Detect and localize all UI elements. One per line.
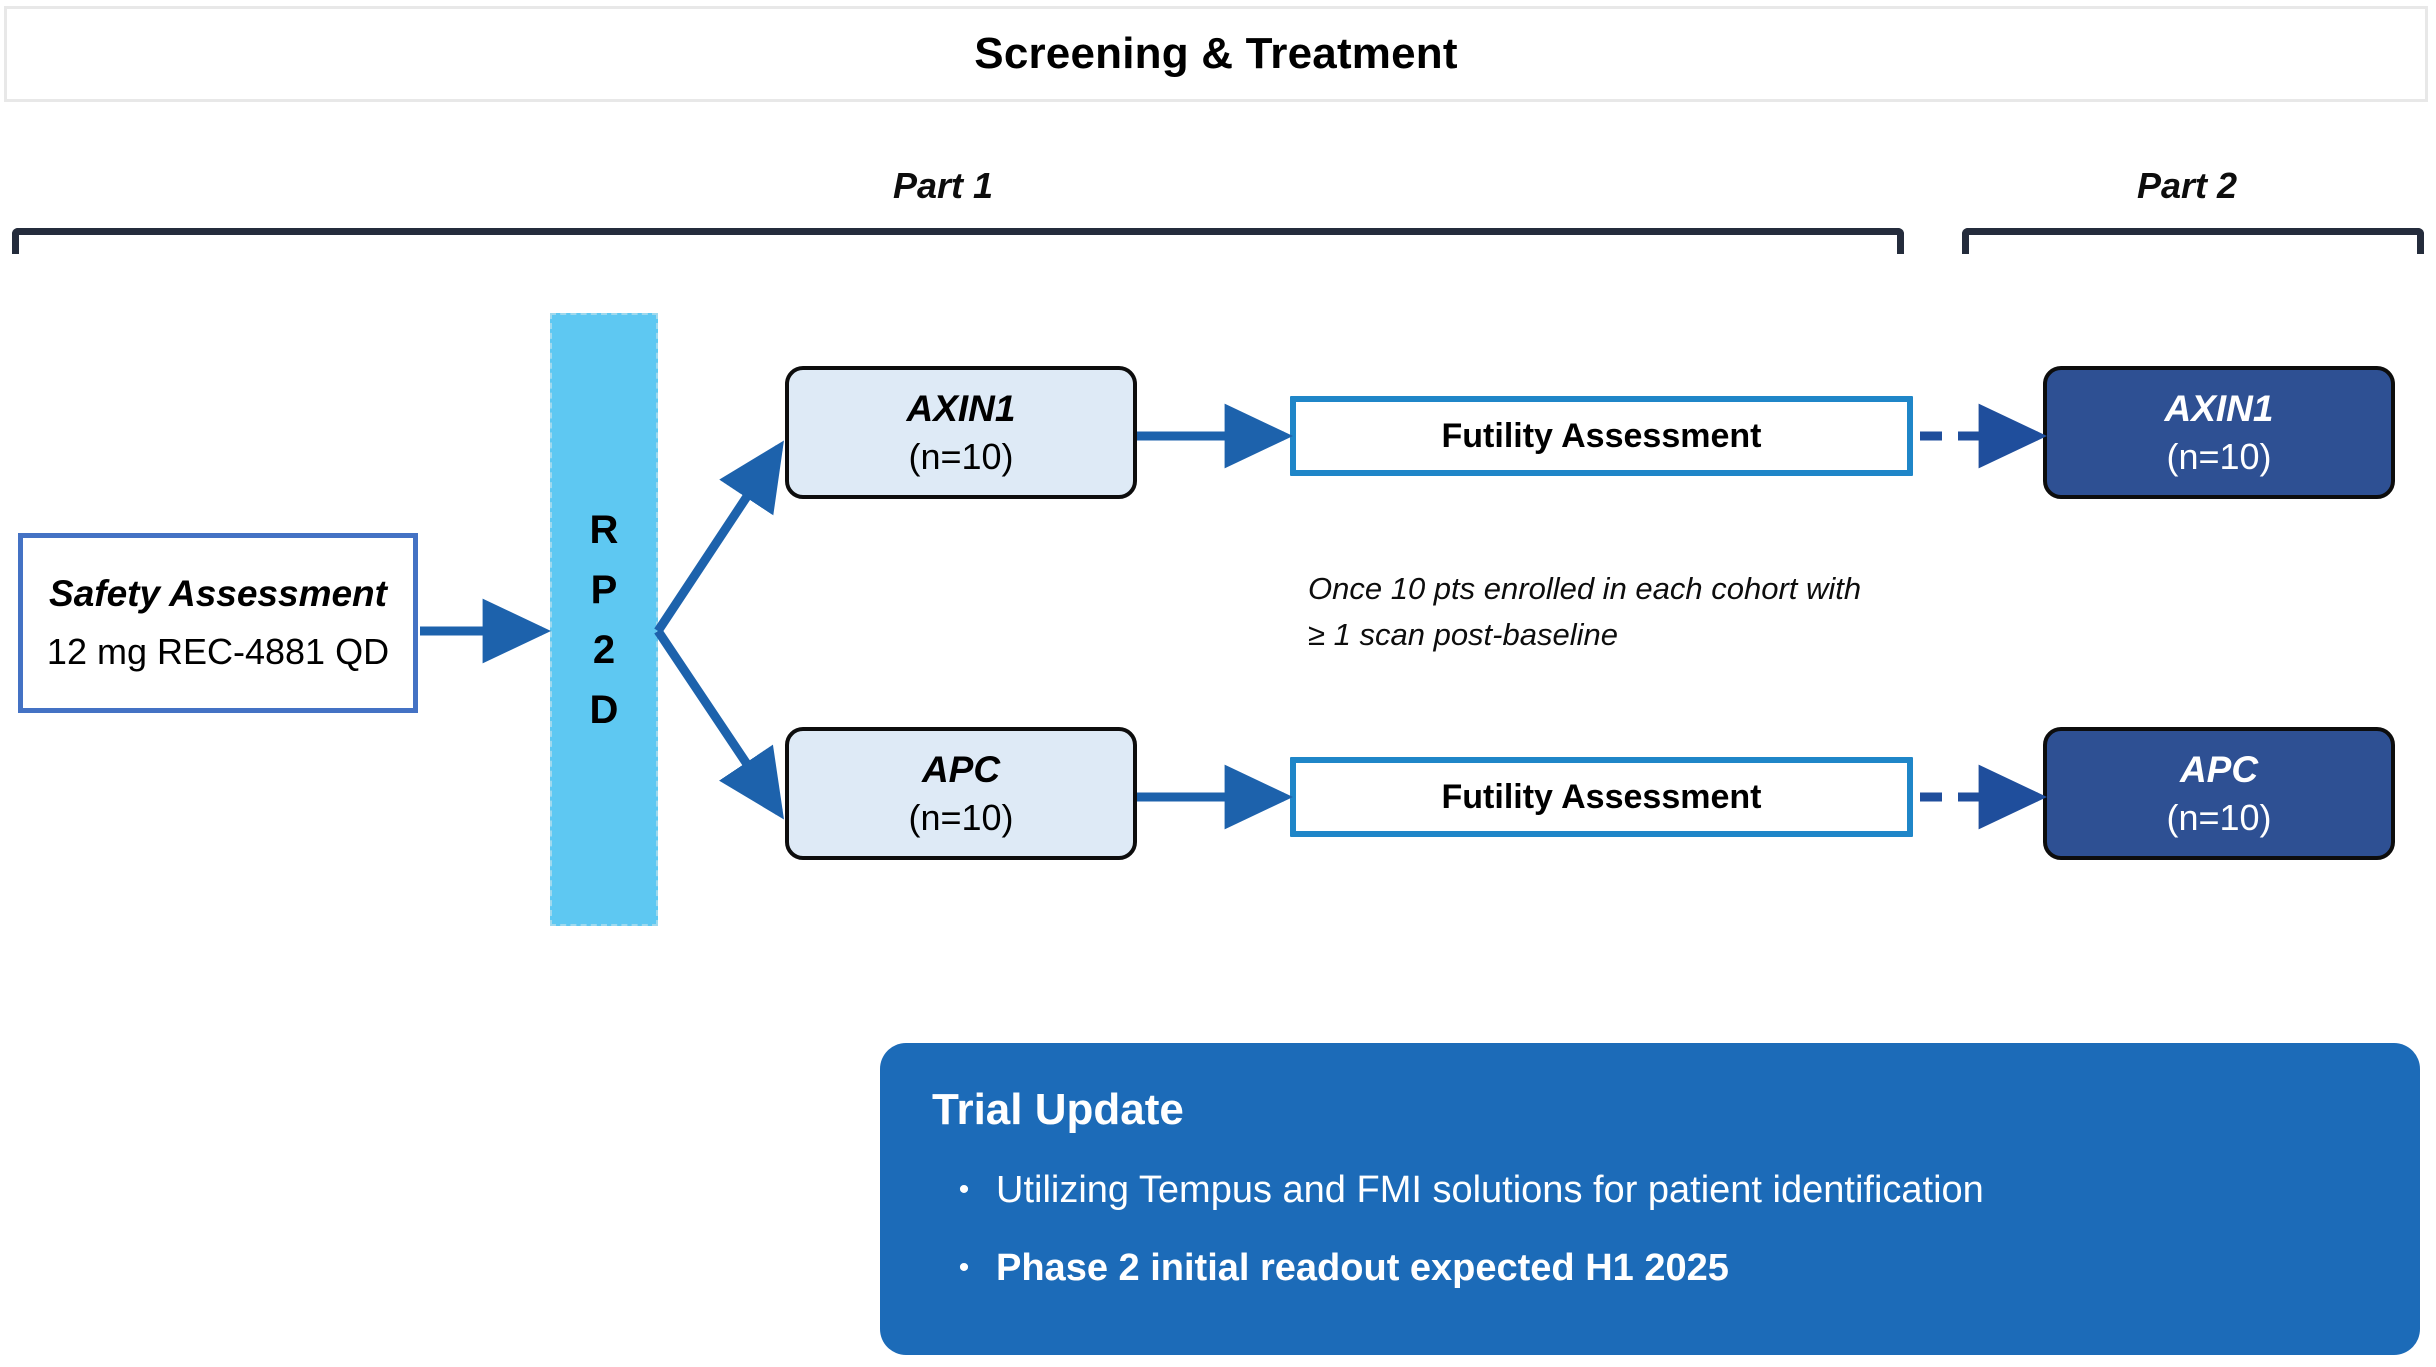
trial-update-title: Trial Update — [932, 1085, 1184, 1134]
cohort-apc-part2: APC (n=10) — [2043, 727, 2395, 860]
trial-update-bullet-2-text: Phase 2 initial readout expected H1 2025 — [996, 1246, 1729, 1289]
futility-assessment-axin1: Futility Assessment — [1290, 396, 1913, 476]
cohort-apc-part2-count: (n=10) — [2166, 796, 2272, 838]
cohort-axin1-part2: AXIN1 (n=10) — [2043, 366, 2395, 499]
bullet-glyph-icon: • — [958, 1250, 970, 1284]
cohort-axin1-part2-name: AXIN1 — [2164, 387, 2274, 429]
arrow-rp2d-to-axin1 — [654, 440, 784, 634]
cohort-axin1-part1-name: AXIN1 — [906, 387, 1016, 429]
enrollment-criteria-note: Once 10 pts enrolled in each cohort with… — [1308, 566, 1948, 658]
part-1-bracket — [12, 228, 1904, 254]
rp2d-letter-p: P — [590, 567, 618, 612]
rp2d-randomization-bar: R P 2 D — [550, 313, 658, 926]
safety-assessment-dose: 12 mg REC-4881 QD — [46, 631, 390, 672]
trial-update-bullet-2: • Phase 2 initial readout expected H1 20… — [932, 1245, 2368, 1293]
cohort-axin1-part1-count: (n=10) — [908, 435, 1014, 477]
arrow-rp2d-to-apc — [654, 628, 785, 820]
cohort-apc-part2-name: APC — [2179, 748, 2259, 790]
futility-assessment-axin1-label: Futility Assessment — [1441, 416, 1762, 455]
trial-update-bullet-1-text: Utilizing Tempus and FMI solutions for p… — [996, 1169, 1984, 1211]
rp2d-letter-d: D — [589, 687, 619, 732]
rp2d-letter-r: R — [589, 507, 619, 552]
futility-assessment-apc: Futility Assessment — [1290, 757, 1913, 837]
cohort-axin1-part1: AXIN1 (n=10) — [785, 366, 1137, 499]
cohort-apc-part1-name: APC — [921, 748, 1001, 790]
page-title: Screening & Treatment — [974, 29, 1458, 78]
part-2-label: Part 2 — [2137, 165, 2238, 206]
safety-assessment-title: Safety Assessment — [49, 573, 387, 614]
cohort-apc-part1: APC (n=10) — [785, 727, 1137, 860]
part-1-label: Part 1 — [893, 165, 994, 206]
enrollment-note-line-2: ≥ 1 scan post-baseline — [1308, 616, 1618, 652]
cohort-axin1-part2-count: (n=10) — [2166, 435, 2272, 477]
trial-update-panel: Trial Update • Utilizing Tempus and FMI … — [880, 1043, 2420, 1355]
part-2-bracket — [1962, 228, 2424, 254]
futility-assessment-apc-label: Futility Assessment — [1441, 777, 1762, 816]
cohort-apc-part1-count: (n=10) — [908, 796, 1014, 838]
header-banner: Screening & Treatment — [4, 6, 2428, 102]
rp2d-letter-2: 2 — [592, 627, 616, 672]
trial-update-bullet-1: • Utilizing Tempus and FMI solutions for… — [932, 1167, 2368, 1215]
enrollment-note-line-1: Once 10 pts enrolled in each cohort with — [1308, 571, 1862, 606]
safety-assessment-box: Safety Assessment 12 mg REC-4881 QD — [18, 533, 418, 713]
bullet-glyph-icon: • — [958, 1173, 970, 1206]
